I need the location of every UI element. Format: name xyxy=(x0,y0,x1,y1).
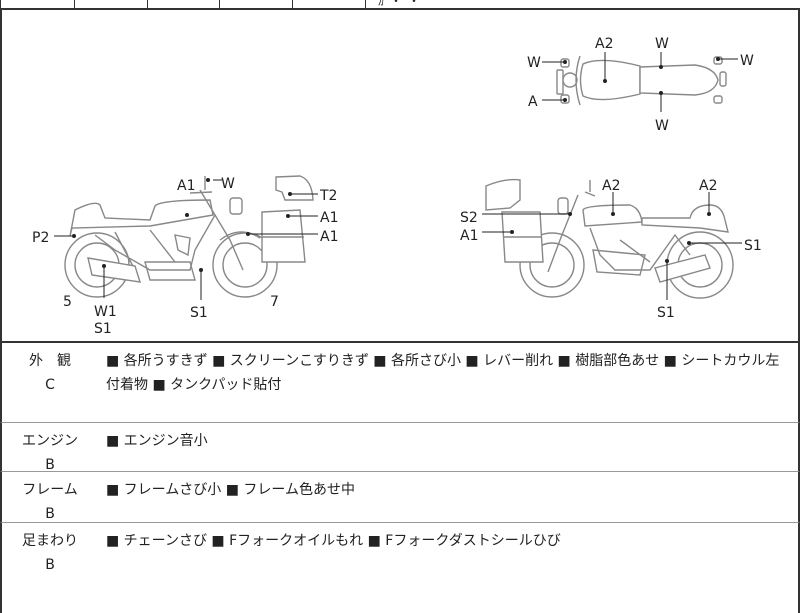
damage-label: W1 xyxy=(94,304,117,320)
condition-notes: ■ フレームさび小 ■ フレーム色あせ中 xyxy=(106,482,355,498)
category-name: 外 観 xyxy=(29,353,71,369)
condition-row-exterior: 外 観 C ■ 各所うすきず ■ スクリーンこすりきず ■ 各所さび小 ■ レバー… xyxy=(0,343,800,423)
damage-label: A1 xyxy=(320,229,338,245)
table-cell xyxy=(0,0,1,8)
category-grade: B xyxy=(45,457,55,473)
condition-notes: ■ 各所うすきず ■ スクリーンこすりきず ■ 各所さび小 ■ レバー削れ ■ … xyxy=(106,353,780,393)
damage-label: A2 xyxy=(602,178,620,194)
category-name: フレーム xyxy=(22,482,78,498)
damage-label: A1 xyxy=(320,210,338,226)
damage-label: A1 xyxy=(460,228,478,244)
damage-label: W xyxy=(740,53,754,69)
right-side-motorcycle: A2 A2 S2 A1 S1 S1 xyxy=(460,178,762,321)
condition-notes: ■ エンジン音小 xyxy=(106,433,208,449)
damage-label: P2 xyxy=(32,230,49,246)
damage-label: 5 xyxy=(63,294,72,310)
condition-row-frame: フレーム B ■ フレームさび小 ■ フレーム色あせ中 xyxy=(0,472,800,523)
damage-label: A2 xyxy=(699,178,717,194)
condition-row-suspension: 足まわり B ■ チェーンさび ■ Fフォークオイルもれ ■ Fフォークダストシー… xyxy=(0,523,800,613)
table-cell xyxy=(365,0,366,8)
damage-label: S1 xyxy=(190,305,208,321)
damage-label: W xyxy=(221,176,235,192)
category-grade: C xyxy=(45,377,55,393)
table-cell xyxy=(147,0,148,8)
category-label: 外 観 C xyxy=(2,349,98,397)
damage-label: W xyxy=(527,55,541,71)
header-table-strip: ｶﾞ・ﾞ・ﾞ xyxy=(0,0,800,10)
category-label: フレーム B xyxy=(2,478,98,526)
left-side-motorcycle: A1 W T2 A1 A1 P2 5 W1 S1 S1 7 xyxy=(32,175,338,337)
damage-label: S1 xyxy=(657,305,675,321)
category-grade: B xyxy=(45,557,55,573)
condition-row-engine: エンジン B ■ エンジン音小 xyxy=(0,423,800,473)
category-grade: B xyxy=(45,506,55,522)
damage-label: A2 xyxy=(595,36,613,52)
motorcycle-diagram-svg: A1 W T2 A1 A1 P2 5 W1 S1 S1 7 A2 W W W xyxy=(32,36,762,337)
category-label: エンジン B xyxy=(2,429,98,477)
table-cell xyxy=(74,0,75,8)
category-label: 足まわり B xyxy=(2,529,98,577)
damage-label: W xyxy=(655,118,669,134)
damage-label: W xyxy=(655,36,669,52)
damage-label: A1 xyxy=(177,178,195,194)
table-cell xyxy=(292,0,293,8)
damage-label: S1 xyxy=(744,238,762,254)
damage-label: 7 xyxy=(270,294,279,310)
table-cell xyxy=(219,0,220,8)
damage-label: T2 xyxy=(319,188,337,204)
cut-off-text: ｶﾞ・ﾞ・ﾞ xyxy=(378,0,427,8)
category-name: 足まわり xyxy=(22,533,78,549)
top-view-motorcycle: A2 W W W A W xyxy=(527,36,754,134)
condition-notes: ■ チェーンさび ■ Fフォークオイルもれ ■ Fフォークダストシールひび xyxy=(106,533,561,549)
category-name: エンジン xyxy=(22,433,78,449)
damage-label: S1 xyxy=(94,321,112,337)
damage-label: S2 xyxy=(460,210,478,226)
damage-label: A xyxy=(528,94,538,110)
damage-diagram xyxy=(0,8,800,343)
